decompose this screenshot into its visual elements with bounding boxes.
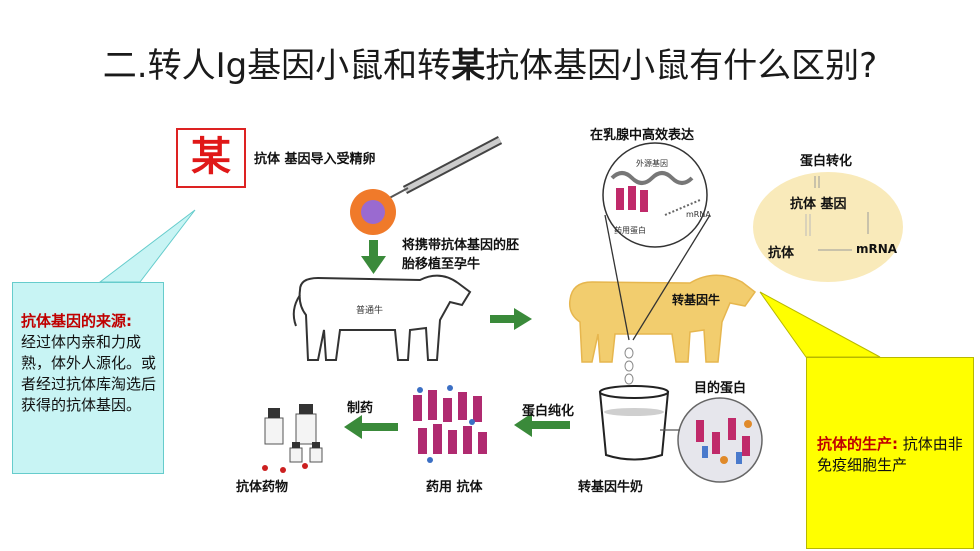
page-title: 二.转人Ig基因小鼠和转某抗体基因小鼠有什么区别? [0, 38, 980, 87]
label-target-protein: 目的蛋白 [694, 381, 747, 396]
label-step1: 抗体 基因导入受精卵 [254, 152, 376, 167]
label-insert-mrna: mRNA [686, 210, 711, 219]
pharma-arrow-icon [344, 415, 398, 439]
label-step2-line1: 将携带抗体基因的胚 [402, 238, 520, 253]
title-prefix: 二.转人Ig基因小鼠和转 [102, 46, 452, 86]
callout-antibody-production: 抗体的生产: 抗体由非免疫细胞生产 [806, 357, 974, 549]
callout-right-pointer [759, 291, 881, 358]
label-protein-transform: 蛋白转化 [800, 154, 853, 169]
label-ab: 抗体 [768, 246, 795, 261]
title-bold: 某 [451, 46, 486, 86]
magnify-line-left [604, 214, 630, 341]
ordinary-cow-icon [292, 274, 472, 361]
label-insert-drug-protein: 药用蛋白 [614, 226, 646, 235]
label-step2-line2: 胎移植至孕牛 [402, 257, 481, 272]
protein-transform-cycle [753, 172, 903, 282]
label-purification: 蛋白纯化 [522, 404, 575, 419]
drug-vials-icon [262, 404, 323, 473]
callout-antibody-production-body: 抗体由非免疫细胞生产 [817, 435, 963, 474]
magnify-line-right [632, 214, 711, 341]
badge-mou: 某 [176, 128, 246, 188]
syringe-icon [379, 136, 503, 204]
callout-antibody-source: 抗体基因的来源: 经过体内亲和力成熟，体外人源化。或者经过抗体库淘选后获得的抗体… [12, 282, 164, 474]
callout-antibody-source-text: 抗体基因的来源: 经过体内亲和力成熟，体外人源化。或者经过抗体库淘选后获得的抗体… [21, 311, 157, 416]
label-ab-gene: 抗体 基因 [790, 197, 847, 212]
right-arrow-icon [490, 308, 532, 330]
label-insert-foreign-gene: 外源基因 [636, 159, 668, 168]
label-expression: 在乳腺中高效表达 [590, 128, 695, 143]
label-mrna: mRNA [856, 242, 898, 256]
target-protein-inset [660, 397, 763, 483]
callout-antibody-source-heading: 抗体基因的来源: [21, 312, 132, 330]
down-arrow-icon [361, 240, 386, 274]
drug-antibody-cluster [413, 390, 487, 454]
mammary-gland-inset [602, 142, 708, 248]
purification-arrow-icon [514, 413, 570, 437]
label-transgenic-cow: 转基因牛 [672, 293, 721, 307]
transgenic-cow-icon [568, 274, 757, 363]
callout-antibody-production-text: 抗体的生产: 抗体由非免疫细胞生产 [817, 434, 967, 476]
fertilized-egg-icon [350, 189, 396, 235]
title-suffix: 抗体基因小鼠有什么区别? [485, 46, 878, 86]
label-milk: 转基因牛奶 [578, 480, 644, 495]
label-pharma: 制药 [347, 401, 374, 416]
callout-antibody-source-body: 经过体内亲和力成熟，体外人源化。或者经过抗体库淘选后获得的抗体基因。 [21, 333, 157, 414]
label-ordinary-cow: 普通牛 [356, 306, 384, 316]
callout-left-pointer [98, 209, 196, 283]
label-drug-antibody: 药用 抗体 [426, 480, 483, 495]
callout-antibody-production-heading: 抗体的生产: [817, 435, 898, 453]
label-antibody-drug: 抗体药物 [236, 480, 289, 495]
milk-drops-icon [624, 347, 634, 385]
milk-cup-icon [598, 385, 670, 461]
